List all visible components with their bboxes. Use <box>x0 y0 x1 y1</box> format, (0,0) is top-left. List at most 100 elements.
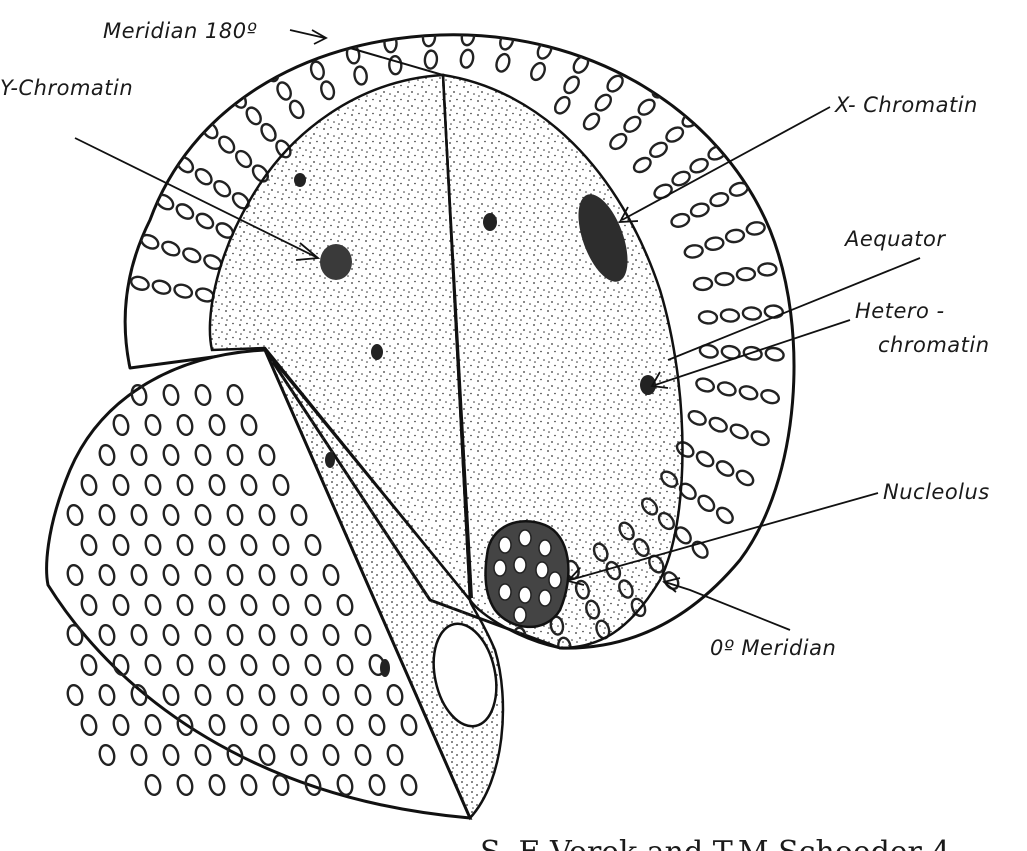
pore-ring <box>562 74 582 96</box>
pore-ring <box>262 62 280 83</box>
meridian-0-leader <box>665 582 790 630</box>
pore-ring <box>194 211 216 231</box>
pore-ring <box>420 5 434 24</box>
pore-ring <box>216 134 237 156</box>
pore-ring <box>704 236 724 251</box>
pore-ring <box>459 49 475 69</box>
pore-ring <box>580 33 600 55</box>
chromatin-spot <box>380 659 390 677</box>
y-chromatin-body <box>320 244 352 280</box>
pore-ring <box>749 429 771 448</box>
label-chromatin: chromatin <box>878 333 990 357</box>
pore-ring <box>174 201 196 221</box>
pore-ring <box>518 649 531 668</box>
pore-ring <box>593 92 614 113</box>
pore-ring <box>535 39 554 61</box>
pore-ring <box>694 278 713 291</box>
pore-ring <box>529 61 548 83</box>
pore-ring <box>502 8 519 29</box>
label-nucleolus: Nucleolus <box>883 480 990 504</box>
pore-ring <box>707 415 729 434</box>
pore-ring <box>233 148 254 170</box>
pore-ring <box>240 774 259 797</box>
pore-ring <box>461 4 477 24</box>
pore-ring <box>738 384 759 401</box>
pore-ring <box>715 273 734 286</box>
nucleolus-vacuole <box>519 530 531 546</box>
pore-ring <box>709 191 730 208</box>
pore-ring <box>212 178 233 199</box>
pore-ring <box>80 714 99 737</box>
pore-ring <box>384 34 397 53</box>
pore-ring <box>670 212 691 229</box>
footer-citation: S. E.Vorek and T.M.Schoeder 4 <box>480 835 951 851</box>
pore-ring <box>760 388 781 405</box>
pore-ring <box>694 449 716 469</box>
nucleolus-vacuole <box>539 540 551 556</box>
label-hetero: Hetero - <box>855 299 945 323</box>
pore-ring <box>379 12 392 31</box>
pore-ring <box>259 122 279 144</box>
pore-ring <box>494 52 511 73</box>
pore-ring <box>728 422 750 441</box>
pore-ring <box>144 774 163 797</box>
pore-ring <box>714 458 736 478</box>
pore-ring <box>571 54 591 76</box>
pore-ring <box>154 192 176 212</box>
chromatin-spot <box>483 213 497 231</box>
pore-ring <box>742 307 761 321</box>
pore-ring <box>200 119 221 141</box>
pore-ring <box>688 156 709 174</box>
pore-ring <box>424 50 438 69</box>
pore-ring <box>765 346 785 362</box>
pore-ring <box>699 311 718 325</box>
pore-ring <box>720 309 739 323</box>
pore-ring <box>725 229 745 244</box>
pore-ring <box>498 30 515 51</box>
pore-ring <box>353 66 368 86</box>
pore-ring <box>98 684 117 707</box>
pore-ring <box>542 18 561 40</box>
pore-ring <box>98 744 117 767</box>
chromatin-spot <box>294 173 306 187</box>
label-x-chromatin: X- Chromatin <box>834 93 978 117</box>
pore-ring <box>746 221 766 236</box>
pore-ring <box>130 744 149 767</box>
pore-ring <box>622 114 644 135</box>
nucleolus-vacuole <box>514 557 526 573</box>
pore-ring <box>714 505 735 526</box>
pore-ring <box>631 155 653 175</box>
pore-ring <box>338 23 353 43</box>
pore-ring <box>319 80 336 101</box>
pore-ring <box>389 56 402 75</box>
pore-ring <box>758 263 777 276</box>
pore-ring <box>194 744 213 767</box>
pore-ring <box>690 539 711 561</box>
pore-ring <box>176 774 195 797</box>
pore-ring <box>144 714 163 737</box>
pore-ring <box>684 244 704 259</box>
pore-ring <box>287 99 305 120</box>
pore-ring <box>734 468 756 488</box>
pore-ring <box>129 275 150 292</box>
pore-ring <box>737 268 756 281</box>
nucleolus-vacuole <box>514 607 526 623</box>
pore-ring <box>208 774 227 797</box>
label-meridian-180: Meridian 180º <box>103 19 257 43</box>
pore-ring <box>696 493 717 514</box>
pore-ring <box>66 684 85 707</box>
nucleolus-vacuole <box>549 572 561 588</box>
label-y-chromatin: Y-Chromatin <box>0 76 133 100</box>
pore-ring <box>275 80 293 101</box>
label-meridian-0: 0º Meridian <box>710 636 836 660</box>
pore-ring <box>244 105 264 127</box>
pore-ring <box>686 408 708 427</box>
pore-ring <box>160 239 182 258</box>
pore-ring <box>181 246 203 265</box>
pore-ring <box>552 94 572 116</box>
pore-ring <box>581 111 602 132</box>
pore-ring <box>112 714 131 737</box>
pore-ring <box>716 380 737 397</box>
nucleolus-vacuole <box>539 590 551 606</box>
